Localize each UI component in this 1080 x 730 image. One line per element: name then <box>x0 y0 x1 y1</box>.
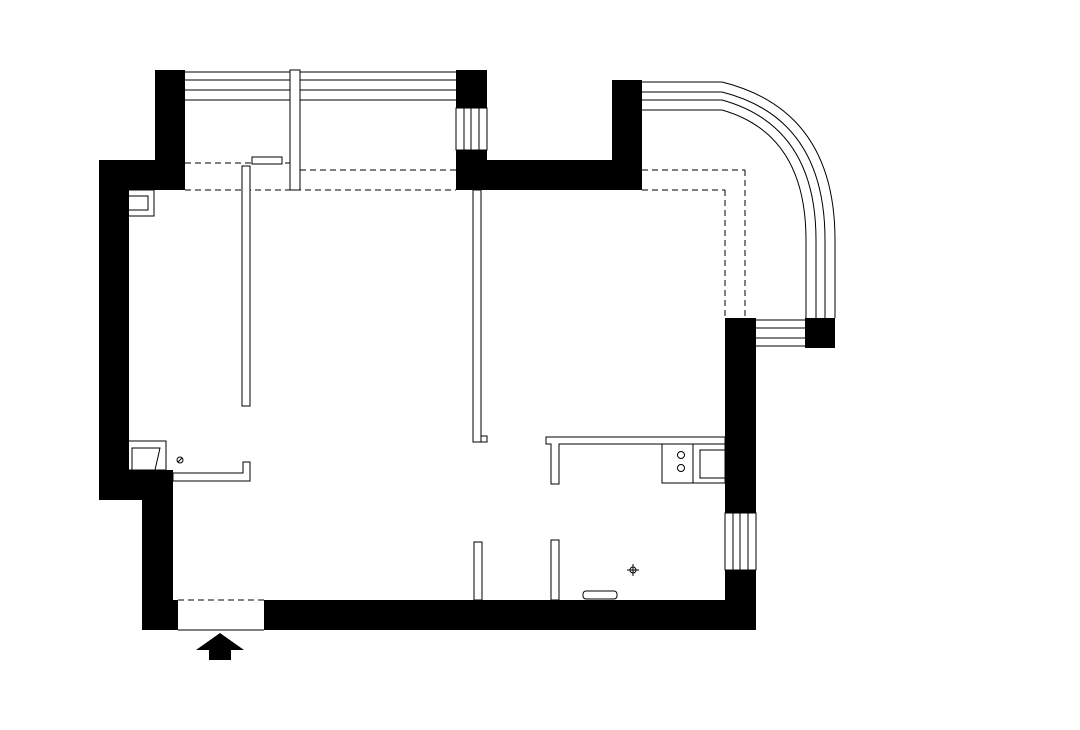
balcony-divider-post <box>289 69 301 191</box>
washbasin-left-icon <box>129 440 167 471</box>
floor-drain-icon <box>176 456 184 464</box>
balcony-top-left <box>185 69 456 191</box>
stove-icon <box>661 443 694 484</box>
fixtures <box>129 189 726 600</box>
wall-left-upper <box>99 160 129 500</box>
entrance-door <box>178 599 264 631</box>
window-top-mid <box>455 107 488 151</box>
door-post-right <box>550 539 560 601</box>
wall-right-upper <box>725 318 756 513</box>
wall-right-lower <box>725 570 756 630</box>
balcony-curved <box>642 81 836 347</box>
wall-top-right-post <box>612 80 642 190</box>
window-right <box>724 512 757 571</box>
wall-curved-balcony-post <box>805 318 835 348</box>
wall-top-left-stub <box>129 160 156 190</box>
door-post-left <box>473 541 483 601</box>
corner-cabinet-icon <box>129 189 155 217</box>
radiator-top <box>251 156 283 165</box>
partition-center <box>472 189 482 443</box>
up-arrow-icon <box>196 633 244 660</box>
wall-bottom-left <box>142 600 178 630</box>
wall-balcony-left-post <box>155 70 185 190</box>
kitchen-sink-icon <box>693 443 726 484</box>
wall-bottom-main <box>264 600 756 630</box>
interior-partitions <box>172 165 726 601</box>
wall-top-mid-post-lower <box>456 150 487 190</box>
exterior-walls <box>99 70 835 630</box>
partition-left-room <box>241 165 251 407</box>
wall-top-mid-post <box>456 70 487 108</box>
radiator-bottom <box>582 590 618 600</box>
